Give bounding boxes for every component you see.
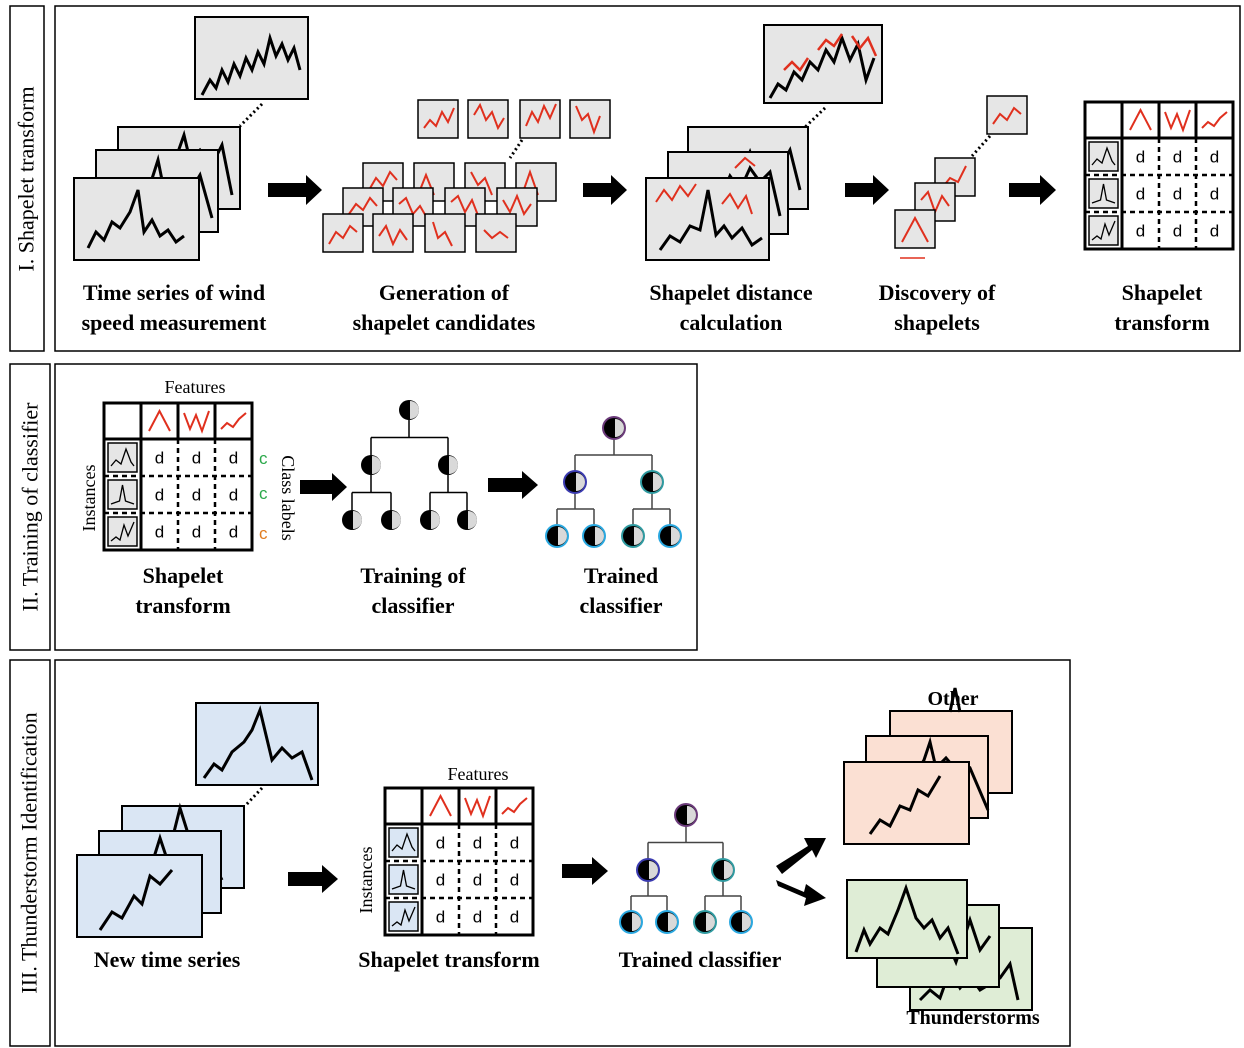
panel3-arrows	[288, 838, 826, 906]
p3-table-cell-1-2: d	[473, 834, 482, 853]
p3-step1-label: New time series	[94, 947, 241, 972]
p2-table-cell-1-3: d	[229, 449, 238, 468]
output-thunderstorms-label: Thunderstorms	[906, 1007, 1040, 1029]
p2-table-cell-2-2: d	[192, 486, 201, 505]
p3-table-cell-3-3: d	[510, 908, 519, 927]
trained-tree-panel2	[545, 416, 682, 548]
p2-table-instance-series-3	[110, 521, 135, 542]
p1-table-header-shapelet-1	[1129, 107, 1152, 131]
p2-step1-line1: Shapelet	[143, 563, 224, 588]
step5-label-line1: Shapelet	[1122, 280, 1203, 305]
class-letter-3: c	[259, 524, 268, 543]
step5-label-line2: transform	[1114, 310, 1209, 335]
panel-frames	[9, 5, 1241, 1047]
shapelet-candidates	[322, 99, 611, 253]
output-thunderstorms-stack	[846, 879, 1033, 1011]
step2-label-line2: shapelet candidates	[353, 310, 536, 335]
p1-table-cell-1-2: d	[1173, 148, 1182, 167]
p3-table-cell-3-1: d	[436, 908, 445, 927]
p1-table-cell-2-3: d	[1210, 185, 1219, 204]
p2-step1-line2: transform	[135, 593, 230, 618]
step2-label-line1: Generation of	[379, 280, 510, 305]
p2-table-header-shapelet-1	[148, 408, 171, 432]
step4-label-line2: shapelets	[894, 310, 980, 335]
p2-table-instance-series-2	[110, 484, 135, 505]
p3-step3-label: Trained classifier	[619, 947, 782, 972]
p1-table-cell-2-1: d	[1136, 185, 1145, 204]
step3-label-line2: calculation	[680, 310, 783, 335]
discovered-shapelets	[894, 95, 1028, 259]
p2-table-instance-thumb-2	[107, 479, 138, 510]
p2-table-instance-series-1	[110, 447, 135, 467]
p3-table-cell-1-3: d	[510, 834, 519, 853]
p1-table-header-shapelet-3	[1201, 111, 1228, 129]
p2-table-header-shapelet-3	[220, 412, 247, 430]
p2-table-header-shapelet-2	[183, 410, 210, 434]
p3-table-instance-series-3	[391, 906, 416, 927]
class-letter-2: c	[259, 484, 268, 503]
p2-class-labels-label: Class labels	[278, 455, 298, 541]
p2-table-cell-3-2: d	[192, 523, 201, 542]
p2-table-cell-1-2: d	[192, 449, 201, 468]
p2-table-cell-3-3: d	[229, 523, 238, 542]
output-other-label: Other	[927, 688, 978, 710]
p1-table-cell-3-1: d	[1136, 222, 1145, 241]
p2-table-cell-3-1: d	[155, 523, 164, 542]
panel3-step-labels: New time series Shapelet transform Train…	[94, 947, 782, 972]
p3-table-instance-series-2	[391, 869, 416, 890]
class-letter-1: c	[259, 449, 268, 468]
p3-table-cell-2-2: d	[473, 871, 482, 890]
p2-table-cell-2-3: d	[229, 486, 238, 505]
p3-table-instance-series-1	[391, 832, 416, 852]
p3-step2-label: Shapelet transform	[358, 947, 539, 972]
p3-table-header-shapelet-2	[464, 795, 491, 819]
class-letters: c c c	[259, 449, 268, 543]
p2-instances-label: Instances	[79, 465, 99, 532]
panel2-step-labels: Shapelet transform Training of classifie…	[135, 563, 662, 618]
p1-table-cell-1-3: d	[1210, 148, 1219, 167]
p1-table-instance-series-2	[1091, 183, 1116, 204]
p3-features-label: Features	[448, 764, 509, 784]
untrained-tree	[342, 400, 477, 530]
panel2-arrows	[300, 471, 538, 501]
trained-tree-panel3	[619, 803, 753, 934]
p3-table-cell-2-3: d	[510, 871, 519, 890]
distance-calculation-stack	[645, 24, 883, 261]
p1-table-instance-series-3	[1091, 220, 1116, 241]
p3-table-cell-2-1: d	[436, 871, 445, 890]
p1-table-cell-1-1: d	[1136, 148, 1145, 167]
p2-step3-line1: Trained	[584, 563, 658, 588]
p1-table-header-shapelet-2	[1164, 109, 1191, 133]
p1-table-cell-3-3: d	[1210, 222, 1219, 241]
new-time-series-stack	[76, 702, 319, 938]
p2-table-cell-1-1: d	[155, 449, 164, 468]
step1-label-line1: Time series of wind	[83, 280, 265, 305]
p1-table-instance-series-1	[1091, 146, 1116, 166]
p2-step2-line1: Training of	[360, 563, 466, 588]
p2-step2-line2: classifier	[371, 593, 454, 618]
p2-features-label: Features	[165, 377, 226, 397]
p1-table-cell-3-2: d	[1173, 222, 1182, 241]
p2-step3-line2: classifier	[579, 593, 662, 618]
p1-table-cell-2-2: d	[1173, 185, 1182, 204]
step3-label-line1: Shapelet distance	[649, 280, 812, 305]
step1-label-line2: speed measurement	[82, 310, 267, 335]
p3-table-instance-thumb-2	[388, 864, 419, 895]
p3-table-header-shapelet-1	[429, 793, 452, 817]
panel1-arrows	[268, 175, 1056, 205]
p1-table-instance-thumb-2	[1088, 178, 1119, 209]
p3-table-header-shapelet-3	[501, 797, 528, 815]
wind-time-series-stack	[73, 16, 309, 261]
output-other-stack	[843, 687, 1013, 845]
p2-table-cell-2-1: d	[155, 486, 164, 505]
p3-instances-label: Instances	[356, 847, 376, 914]
p3-table-cell-1-1: d	[436, 834, 445, 853]
p3-table-cell-3-2: d	[473, 908, 482, 927]
panel1-step-labels: Time series of wind speed measurement Ge…	[82, 280, 1210, 335]
step4-label-line1: Discovery of	[879, 280, 996, 305]
